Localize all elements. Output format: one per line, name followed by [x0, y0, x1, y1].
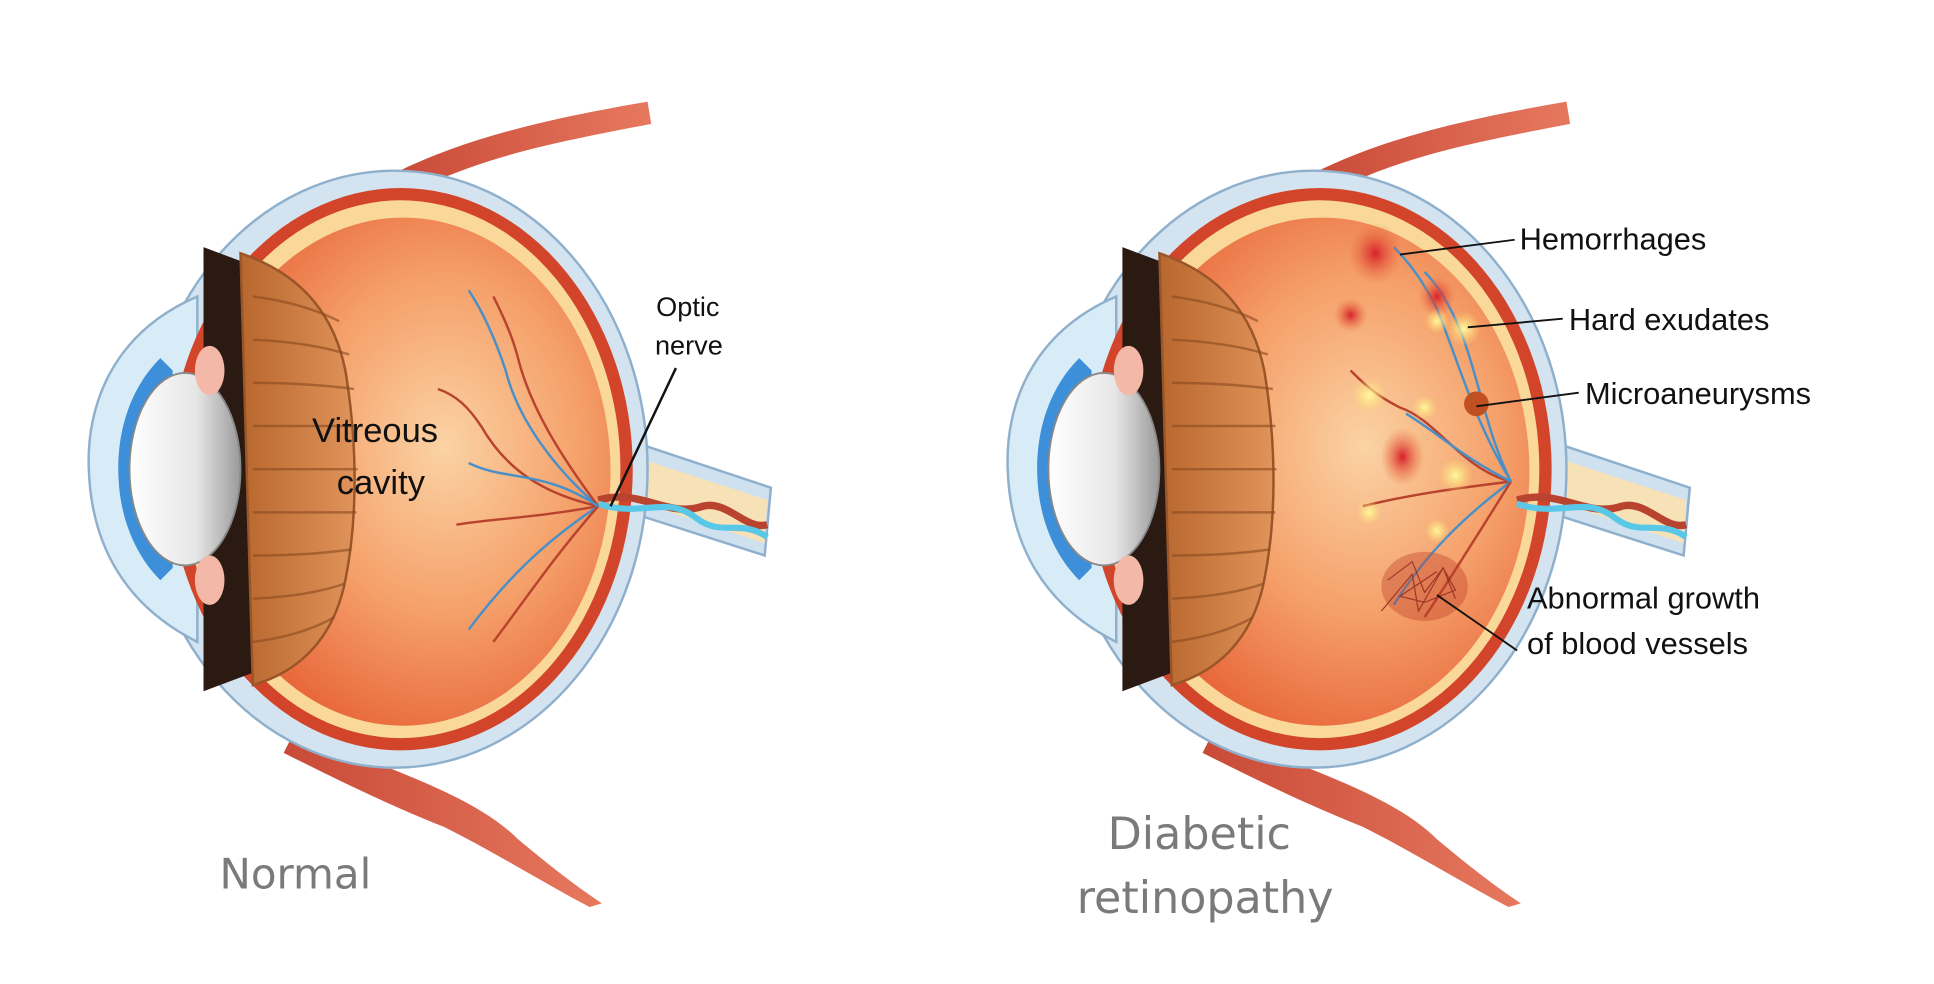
hemorrhages-label: Hemorrhages — [1520, 222, 1707, 257]
microaneurysm — [1464, 391, 1489, 417]
callout-lines — [1399, 238, 1579, 652]
microaneurysms-label: Microaneurysms — [1585, 376, 1811, 411]
optic-label: Optic — [656, 291, 719, 322]
optic-nerve-pointer — [609, 367, 678, 507]
retinal-vessels — [437, 289, 600, 643]
hard-exudates-label: Hard exudates — [1569, 302, 1770, 337]
blood-vessels-label: of blood vessels — [1527, 626, 1748, 661]
diabetic-eye-illustration — [1008, 102, 1690, 907]
exudate-spots — [1351, 308, 1482, 544]
abnormal-growth-label: Abnormal growth — [1527, 581, 1760, 616]
normal-title: Normal — [220, 850, 372, 899]
diabetic-title-line2: retinopathy — [1077, 873, 1334, 924]
normal-eye-illustration — [89, 102, 771, 907]
hemorrhage-spots — [1333, 222, 1456, 487]
neovascularization — [1380, 551, 1468, 621]
vitreous-label: Vitreous — [312, 412, 438, 450]
nerve-label: nerve — [655, 329, 723, 360]
cavity-label: cavity — [337, 464, 426, 502]
diabetic-title-line1: Diabetic — [1108, 809, 1291, 860]
